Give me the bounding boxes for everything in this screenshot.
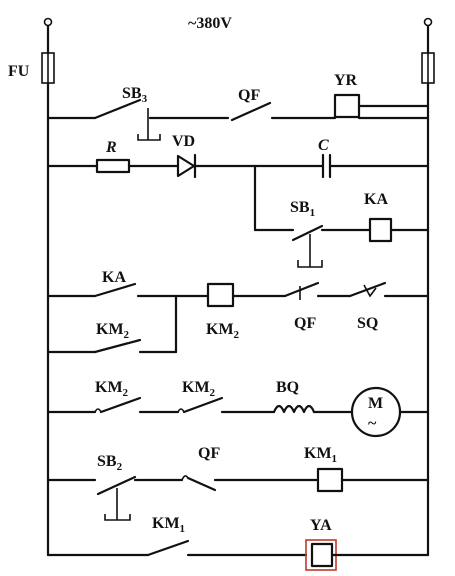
coil-km1	[316, 467, 344, 493]
relay-coil-ka	[368, 217, 393, 243]
pushbutton-sb2	[96, 475, 137, 521]
rung-4: M ~ KM2 KM2 BQ	[46, 379, 430, 438]
supply-right	[421, 17, 435, 557]
power-contact-km2-b	[182, 396, 224, 414]
rung-3: KA KM2 KM2 QF SQ	[46, 269, 430, 354]
label-vd: VD	[172, 133, 195, 150]
breaker-contact-qf-3	[181, 475, 217, 492]
supply-left	[41, 17, 55, 557]
coil-yr	[333, 93, 361, 119]
resistor-r	[95, 158, 131, 174]
label-km1-coil: KM1	[304, 445, 337, 465]
contact-km1	[146, 539, 190, 557]
right-terminal	[423, 17, 433, 27]
holding-contact-km2	[93, 338, 142, 354]
label-km2-coil: KM2	[206, 321, 240, 341]
power-contact-km2-a	[99, 396, 142, 414]
rung-5: SB2 QF KM1	[46, 445, 430, 521]
label-ka-coil: KA	[364, 191, 388, 208]
label-sb2: SB2	[97, 453, 123, 473]
label-km2-holding: KM2	[96, 321, 130, 341]
diode-vd	[176, 153, 197, 179]
rung-2: R VD C SB1 KA	[46, 133, 430, 268]
label-sb3: SB3	[122, 85, 148, 105]
label-motor: M	[368, 395, 383, 412]
breaker-contact-qf-2	[283, 281, 320, 300]
label-km1-contact: KM1	[152, 515, 185, 535]
label-r: R	[105, 139, 117, 156]
coil-km2	[206, 282, 235, 308]
coil-ya	[310, 542, 334, 568]
pushbutton-sb3	[93, 98, 161, 141]
inductor-bq	[272, 404, 316, 414]
label-sq: SQ	[357, 315, 378, 332]
contact-ka	[93, 282, 137, 298]
label-km2-a: KM2	[95, 379, 129, 399]
label-qf-1: QF	[238, 87, 260, 104]
rung-1: SB3 QF YR	[46, 72, 430, 141]
label-qf-3: QF	[198, 445, 220, 462]
left-terminal	[43, 17, 53, 27]
label-sb1: SB1	[290, 199, 315, 219]
label-bq: BQ	[276, 379, 299, 396]
pushbutton-sb1	[291, 224, 324, 268]
breaker-contact-qf-1	[230, 101, 272, 122]
label-c: C	[318, 137, 329, 154]
label-ya: YA	[310, 517, 332, 534]
label-ka-contact: KA	[102, 269, 126, 286]
label-yr: YR	[334, 72, 358, 89]
label-qf-2: QF	[294, 315, 316, 332]
fuse-label: FU	[8, 63, 30, 80]
label-motor-ac: ~	[368, 415, 377, 432]
supply-voltage-label: ~380V	[188, 15, 232, 32]
rung-6: KM1 YA	[46, 515, 430, 571]
label-km2-b: KM2	[182, 379, 216, 399]
limit-switch-sq	[348, 281, 387, 298]
